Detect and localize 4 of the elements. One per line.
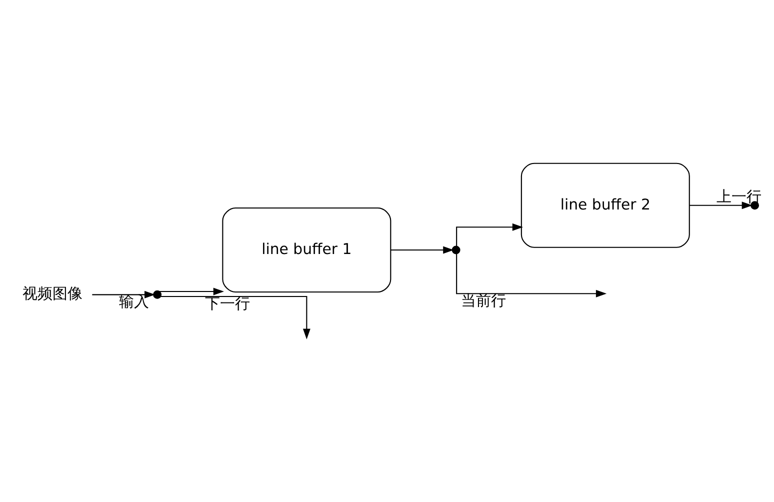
node-text: 视频图像 xyxy=(22,284,82,303)
edge-label: 下一行 xyxy=(204,294,250,312)
edge-label: 当前行 xyxy=(460,292,506,310)
edge-label: 输入 xyxy=(118,292,149,311)
